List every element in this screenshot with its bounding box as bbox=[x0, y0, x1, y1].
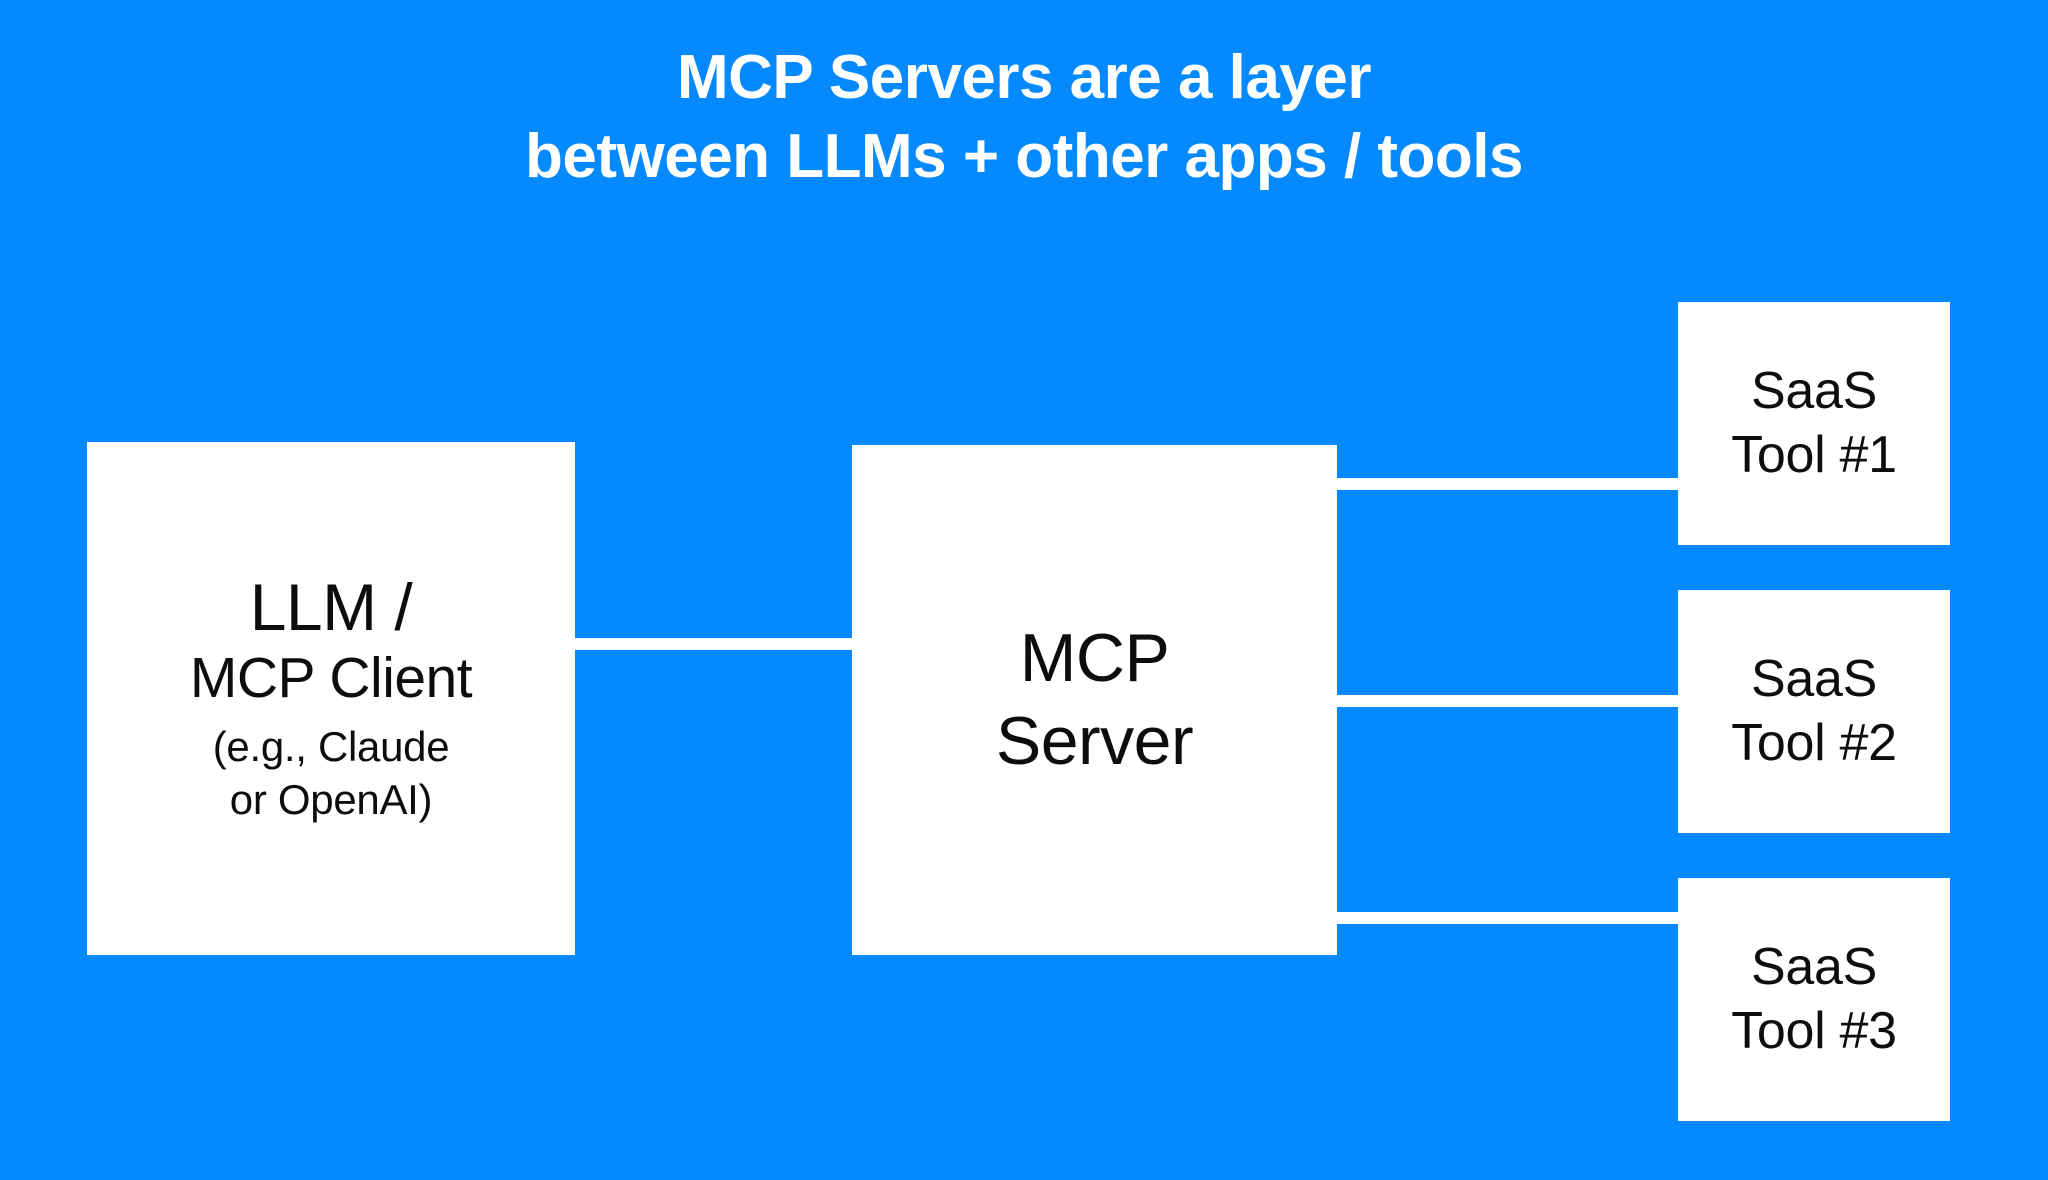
node-saas-tool-2: SaaS Tool #2 bbox=[1678, 590, 1950, 833]
node-saas-tool-1: SaaS Tool #1 bbox=[1678, 302, 1950, 545]
connector-llm-client-to-mcp-server bbox=[565, 638, 865, 650]
diagram-title-line-1: MCP Servers are a layer bbox=[677, 43, 1371, 112]
connector-mcp-server-to-saas-tool-1 bbox=[1327, 478, 1689, 490]
node-saas-tool-3-line-1: SaaS bbox=[1750, 938, 1877, 997]
node-llm-client-line-4: or OpenAI) bbox=[229, 775, 433, 823]
node-saas-tool-1-line-2: Tool #1 bbox=[1731, 425, 1897, 484]
node-mcp-server-line-1: MCP bbox=[1019, 620, 1170, 697]
node-mcp-server-line-2: Server bbox=[995, 703, 1194, 779]
connector-mcp-server-to-saas-tool-2 bbox=[1327, 695, 1689, 707]
node-llm-client-line-2: MCP Client bbox=[189, 645, 473, 710]
diagram-title: MCP Servers are a layer between LLMs + o… bbox=[0, 38, 2048, 197]
connector-mcp-server-to-saas-tool-3 bbox=[1327, 912, 1689, 924]
node-llm-client-line-3: (e.g., Claude bbox=[212, 723, 450, 770]
node-saas-tool-1-line-1: SaaS bbox=[1750, 362, 1877, 421]
node-saas-tool-3: SaaS Tool #3 bbox=[1678, 878, 1950, 1121]
node-saas-tool-2-line-1: SaaS bbox=[1750, 650, 1877, 709]
node-llm-client: LLM / MCP Client (e.g., Claude or OpenAI… bbox=[87, 442, 575, 955]
node-llm-client-line-1: LLM / bbox=[249, 569, 413, 644]
node-saas-tool-3-line-2: Tool #3 bbox=[1731, 1001, 1897, 1060]
node-saas-tool-2-line-2: Tool #2 bbox=[1731, 713, 1897, 772]
node-mcp-server: MCP Server bbox=[852, 445, 1337, 955]
diagram-title-line-2: between LLMs + other apps / tools bbox=[524, 122, 1524, 192]
